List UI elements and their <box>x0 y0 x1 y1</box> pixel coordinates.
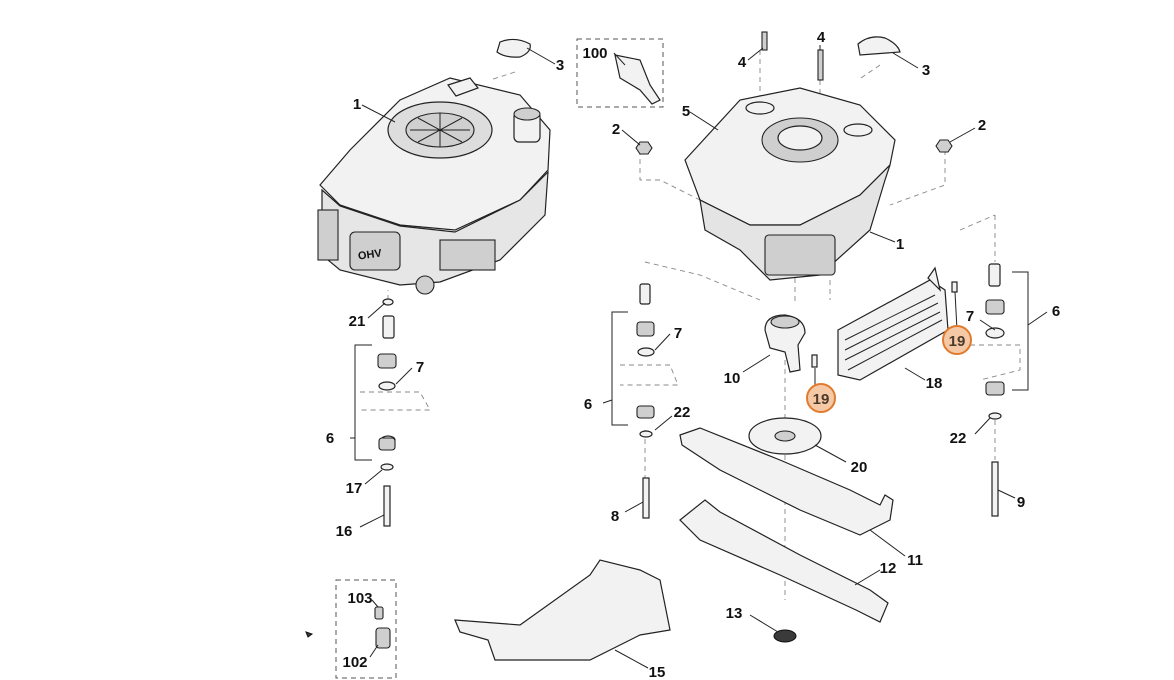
callout-4-top[interactable]: 4 <box>817 29 826 46</box>
left-shaft-stack <box>354 298 431 527</box>
callout-19-label-b[interactable]: 19 <box>949 333 966 350</box>
callout-100[interactable]: 100 <box>582 45 607 62</box>
callout-1-engine[interactable]: 1 <box>353 96 361 113</box>
callout-19-highlight-a[interactable] <box>806 383 836 413</box>
callout-18[interactable]: 18 <box>926 375 943 392</box>
callout-4-left[interactable]: 4 <box>738 54 747 71</box>
cutting-parts <box>454 266 958 661</box>
callout-6-left[interactable]: 6 <box>326 430 334 447</box>
part-100-box <box>576 38 664 108</box>
callout-11[interactable]: 11 <box>907 552 923 569</box>
callout-7-middle[interactable]: 7 <box>674 325 682 342</box>
callout-20[interactable]: 20 <box>851 459 868 476</box>
callout-21[interactable]: 21 <box>349 313 366 330</box>
callout-15[interactable]: 15 <box>649 664 666 680</box>
callout-6-right[interactable]: 6 <box>1052 303 1060 320</box>
callout-17[interactable]: 17 <box>346 480 363 497</box>
callout-3-right[interactable]: 3 <box>922 62 930 79</box>
callout-102[interactable]: 102 <box>342 654 367 671</box>
callout-8[interactable]: 8 <box>611 508 619 525</box>
callout-12[interactable]: 12 <box>880 560 897 577</box>
callout-10[interactable]: 10 <box>724 370 741 387</box>
callout-22-middle[interactable]: 22 <box>674 404 691 421</box>
engine-ohv-label: OHV <box>357 247 383 262</box>
right-shaft-stack <box>970 263 1029 517</box>
callout-labels: 1 1 2 2 3 3 4 4 5 6 6 6 7 7 7 8 9 10 11 … <box>326 29 1060 680</box>
callout-16[interactable]: 16 <box>336 523 353 540</box>
callout-5[interactable]: 5 <box>682 103 690 120</box>
engine-illustration: OHV <box>317 77 551 295</box>
callout-1-cover[interactable]: 1 <box>896 236 904 253</box>
callout-7-right[interactable]: 7 <box>966 308 974 325</box>
callout-7-left[interactable]: 7 <box>416 359 424 376</box>
middle-shaft-stack <box>611 283 679 519</box>
callout-103[interactable]: 103 <box>347 590 372 607</box>
engine-cover-illustration <box>684 87 896 281</box>
callout-2-right[interactable]: 2 <box>978 117 986 134</box>
callout-2-left[interactable]: 2 <box>612 121 620 138</box>
callout-6-middle[interactable]: 6 <box>584 396 592 413</box>
callout-9[interactable]: 9 <box>1017 494 1025 511</box>
callout-22-right[interactable]: 22 <box>950 430 967 447</box>
callout-3-left[interactable]: 3 <box>556 57 564 74</box>
small-parts <box>305 31 953 649</box>
leader-lines <box>350 45 1048 669</box>
callout-19-highlight-b[interactable] <box>942 325 972 355</box>
callout-13[interactable]: 13 <box>726 605 743 622</box>
callout-19-label-a[interactable]: 19 <box>813 391 830 408</box>
part-102-103-box <box>335 579 397 679</box>
